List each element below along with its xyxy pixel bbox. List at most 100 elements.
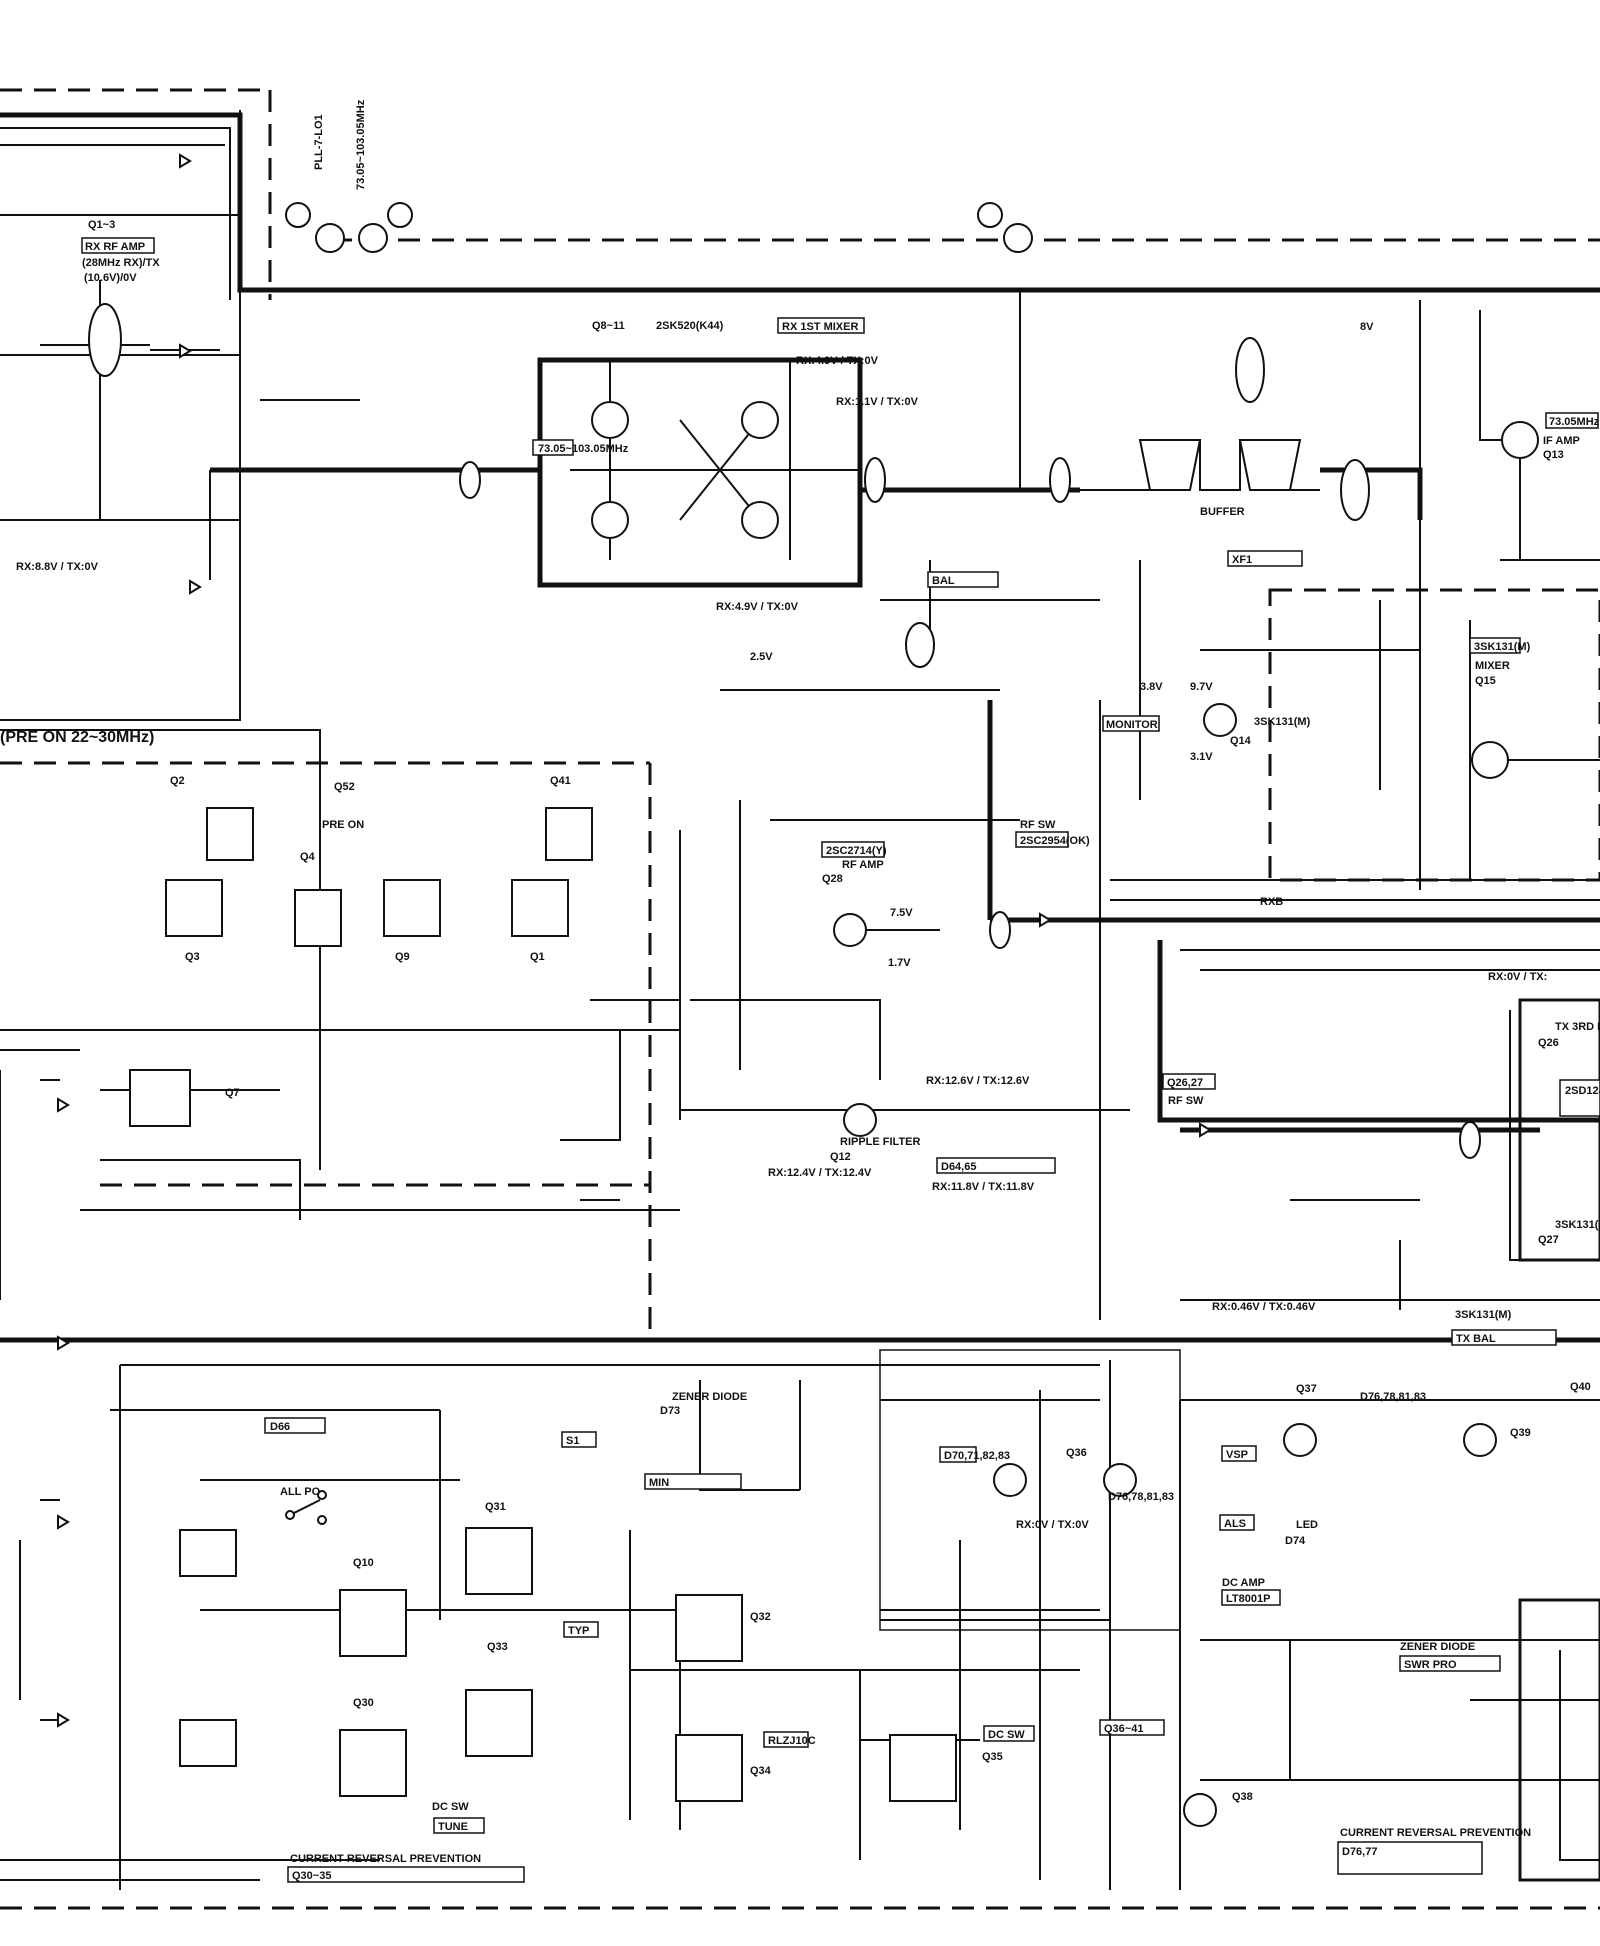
diode-d65-icon bbox=[1039, 912, 1052, 928]
connector-tp1-icon bbox=[1003, 223, 1033, 253]
transistor-q2-icon bbox=[511, 879, 569, 937]
label-q13: IF AMP bbox=[1543, 435, 1580, 447]
label-buffer: MONITOR bbox=[1106, 719, 1158, 731]
transistor-q28-icon bbox=[833, 913, 867, 947]
voltage-3-1: 3.1V bbox=[1190, 751, 1213, 763]
transistor-q10-icon bbox=[591, 501, 629, 539]
label-current-reversal2: D76,77 bbox=[1342, 1846, 1377, 1858]
label-pre-on-band: PRE ON bbox=[322, 819, 364, 831]
diode-d24-icon bbox=[57, 1097, 70, 1113]
label-rf-sw: 2SC2954(OK) bbox=[1020, 835, 1090, 847]
diode-d27-icon bbox=[57, 1712, 70, 1728]
label-q31: Q30 bbox=[353, 1697, 374, 1709]
label-q15: MIXER bbox=[1475, 660, 1510, 672]
transistor-q3-icon bbox=[206, 807, 254, 861]
transistor-q52-icon bbox=[889, 1734, 957, 1802]
label-q26-part: Q26 bbox=[1538, 1037, 1559, 1049]
label-q10b: Q9 bbox=[395, 951, 410, 963]
transistor-q12-icon bbox=[843, 1103, 877, 1137]
connector-9-icon bbox=[285, 202, 311, 228]
label-q7: Q4 bbox=[300, 851, 316, 863]
label-d74: LED bbox=[1296, 1519, 1318, 1531]
label-q38: Q37 bbox=[1296, 1383, 1317, 1395]
label-led: ALS bbox=[1224, 1518, 1246, 1530]
coil-l51-icon bbox=[88, 303, 122, 377]
transistor-q31-icon bbox=[339, 1729, 407, 1797]
label-q34: Q33 bbox=[487, 1641, 508, 1653]
connector-lo1-icon bbox=[315, 223, 345, 253]
label-d70-83: CURRENT REVERSAL PREVENTION bbox=[290, 1853, 481, 1865]
voltage-3-8: 3.8V bbox=[1140, 681, 1163, 693]
label-q2: Q1 bbox=[530, 951, 545, 963]
voltage-9-7: 9.7V bbox=[1190, 681, 1213, 693]
transistor-q33-icon bbox=[675, 1594, 743, 1662]
label-q26-27: 3SK131(M) bbox=[1455, 1309, 1512, 1321]
label-xf1-freq: XF1 bbox=[1232, 554, 1252, 566]
block-labels: RX 1ST MIXER RX RF AMP 73.05~103.05MHz B… bbox=[81, 237, 1600, 1883]
label-dc-sw: TUNE bbox=[438, 1821, 468, 1833]
label-rf-sw2: Q26,27 bbox=[1167, 1077, 1203, 1089]
transistor-q38-icon bbox=[1283, 1423, 1317, 1457]
voltage-rxb: RXB bbox=[1260, 896, 1283, 908]
label-q13-part: Q13 bbox=[1543, 449, 1564, 461]
coil-l56-icon bbox=[459, 461, 481, 499]
voltage-rx-4-9: RX:4.9V / TX:0V bbox=[716, 601, 799, 613]
label-tx-bal: 2SD1245 bbox=[1565, 1085, 1600, 1097]
label-zener-diode2: SWR PRO bbox=[1404, 1659, 1457, 1671]
transistor-q14-icon bbox=[1203, 703, 1237, 737]
transistor-q10b-icon bbox=[383, 879, 441, 937]
label-rf-amp: 2SC2714(Y) bbox=[826, 845, 887, 857]
voltage-ripple-out: RX:11.8V / TX:11.8V bbox=[932, 1181, 1035, 1193]
label-tune: RLZJ10C bbox=[768, 1735, 816, 1747]
transistor-q9-icon bbox=[741, 401, 779, 439]
transistor-q30-icon bbox=[339, 1589, 407, 1657]
label-q1-3: Q1~3 bbox=[88, 219, 115, 231]
label-q8-11: Q8~11 bbox=[592, 320, 625, 332]
transistor-q1-icon bbox=[545, 807, 593, 861]
label-q14: 3SK131(M) bbox=[1254, 716, 1311, 728]
label-q3: Q2 bbox=[170, 775, 185, 787]
voltage-ripple-base: RX:12.4V / TX:12.4V bbox=[768, 1167, 872, 1179]
transistor-q7-icon bbox=[294, 889, 342, 947]
diode-d71-icon bbox=[179, 1719, 237, 1767]
coil-l62-icon bbox=[1340, 459, 1370, 521]
label-rx-rf-amp: RX RF AMP bbox=[85, 241, 145, 253]
transistor-q36-icon bbox=[993, 1463, 1027, 1497]
voltage-rx-tx: RX:0V / TX: bbox=[1488, 971, 1547, 983]
label-q28-part: Q28 bbox=[822, 873, 843, 885]
wiring bbox=[0, 110, 1600, 1890]
label-q1-3-band: (28MHz RX)/TX bbox=[82, 257, 160, 269]
label-xf1: BUFFER bbox=[1200, 506, 1245, 518]
label-q30: Q10 bbox=[353, 1557, 374, 1569]
transistor-q39-icon bbox=[1183, 1793, 1217, 1827]
diode-d70-icon bbox=[179, 1529, 237, 1577]
crystal-filter-xf1-icon bbox=[1138, 439, 1202, 491]
voltage-labels: RX:4.9V / TX:0V RX:1.1V / TX:0V RX:4.9V … bbox=[16, 321, 1547, 1531]
label-q28: RF AMP bbox=[842, 859, 884, 871]
label-pll-lo1: PLL-7-LO1 bbox=[313, 114, 325, 170]
coil-l91-icon bbox=[989, 911, 1011, 949]
label-swr-pro: Q36~41 bbox=[1104, 1723, 1143, 1735]
label-q40: Q39 bbox=[1510, 1427, 1531, 1439]
voltage-rx-mixer: RX:4.9V / TX:0V bbox=[796, 355, 879, 367]
transistor-q8-icon bbox=[591, 401, 629, 439]
voltage-ripple-in: RX:12.6V / TX:12.6V bbox=[926, 1075, 1030, 1087]
label-tx-3rd-mixer: TX BAL bbox=[1456, 1333, 1496, 1345]
label-q15-part: Q15 bbox=[1475, 675, 1496, 687]
coil-l88-icon bbox=[1459, 1121, 1481, 1159]
transistor-q13-icon bbox=[1501, 421, 1539, 459]
diode-d25-icon bbox=[57, 1335, 70, 1351]
transistor-q32-icon bbox=[465, 1527, 533, 1595]
label-bal: 73.05~103.05MHz bbox=[538, 443, 629, 455]
label-monitor: BAL bbox=[932, 575, 955, 587]
transistor-q9b-icon bbox=[129, 1069, 191, 1127]
label-d76-83: CURRENT REVERSAL PREVENTION bbox=[1340, 1827, 1531, 1839]
label-d64-65: RF SW bbox=[1020, 819, 1056, 831]
label-d73-part: D73 bbox=[660, 1405, 680, 1417]
label-dc-amp: LT8001P bbox=[1226, 1593, 1270, 1605]
label-q36-41: DC AMP bbox=[1222, 1577, 1265, 1589]
label-q30-35: DC SW bbox=[432, 1801, 469, 1813]
label-pre-on: Q52 bbox=[334, 781, 355, 793]
label-q37: Q36 bbox=[1066, 1447, 1087, 1459]
label-s1: ALL PO bbox=[280, 1486, 321, 1498]
